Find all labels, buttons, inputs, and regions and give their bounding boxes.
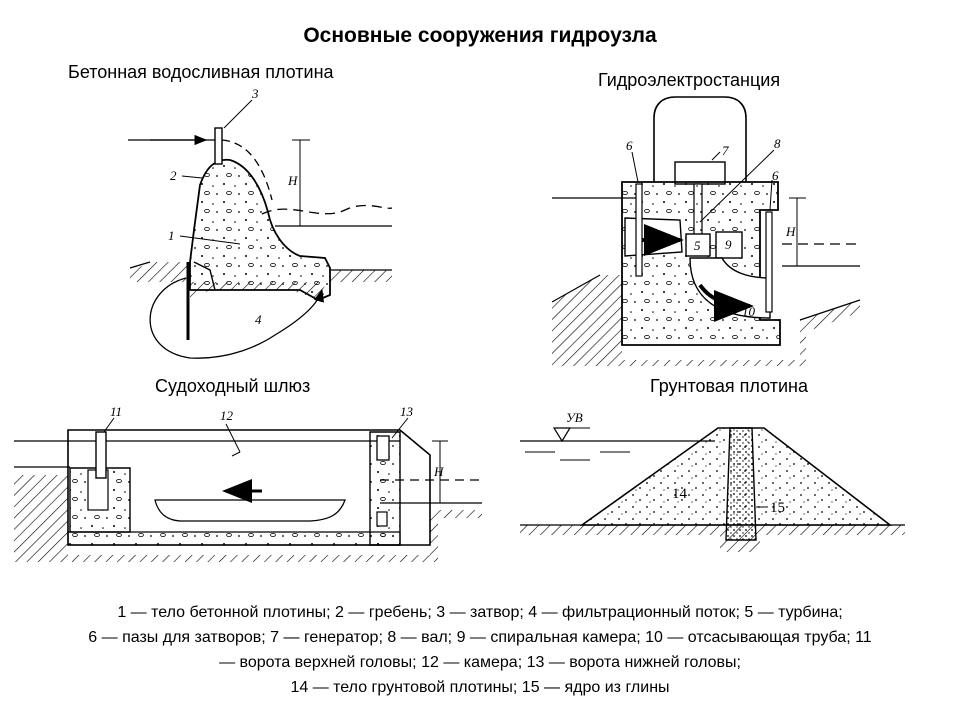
upper-head-gate <box>95 431 107 479</box>
dam-label-4: 4 <box>255 312 262 327</box>
legend-line-1: 1 — тело бетонной плотины; 2 — гребень; … <box>117 604 843 621</box>
legend-line-2: 6 — пазы для затворов; 7 — генератор; 8 … <box>88 629 872 646</box>
earth-label-14: 14 <box>672 486 688 502</box>
legend-line-3: — ворота верхней головы; 12 — камера; 13… <box>219 654 741 671</box>
clay-core <box>725 427 757 541</box>
dam-label-1: 1 <box>168 228 175 243</box>
spiral-casing <box>715 231 743 259</box>
lock-floor <box>67 531 401 546</box>
dam-label-2: 2 <box>170 168 177 183</box>
hpp-label-9: 9 <box>725 237 732 252</box>
hpp-label-7: 7 <box>722 143 729 158</box>
dam-h-label: H <box>287 173 298 188</box>
dam-body <box>189 158 331 301</box>
spillway-dam-drawing: H 3 2 1 4 <box>128 86 393 359</box>
earth-dam-drawing: УВ 14 15 <box>520 410 905 552</box>
lock-h-label: H <box>433 464 444 479</box>
turbine <box>685 233 711 257</box>
earth-foundation-hatch <box>520 525 905 552</box>
earth-dam-panel-title: Грунтовая плотина <box>650 376 808 396</box>
hpp-h-label: H <box>785 224 796 239</box>
navigation-lock-drawing: 11 12 13 H <box>14 404 482 562</box>
earth-label-15: 15 <box>770 500 785 516</box>
hpp-label-6a: 6 <box>626 138 633 153</box>
dam-tailwater-line <box>261 204 393 215</box>
earth-label-uv: УВ <box>566 410 583 425</box>
seepage-flow-line <box>149 277 324 359</box>
hpp-label-8: 8 <box>774 136 781 151</box>
structures-diagram: H 3 2 1 4 7 5 9 10 <box>14 86 905 562</box>
hpp-ground-hatch <box>552 275 860 366</box>
water-level-marker <box>552 427 572 443</box>
page-title: Основные сооружения гидроузла <box>303 24 657 47</box>
legend: 1 — тело бетонной плотины; 2 — гребень; … <box>10 600 950 700</box>
lock-label-13: 13 <box>400 404 414 419</box>
dam-label-3: 3 <box>251 86 259 101</box>
gate-slot-upstream <box>635 183 643 277</box>
hpp-panel-title: Гидроэлектростанция <box>598 70 781 90</box>
lock-label-11: 11 <box>110 404 122 419</box>
powerhouse-superstructure <box>653 96 747 182</box>
lock-ground-hatch <box>14 475 482 562</box>
hydropower-station-drawing: 7 5 9 10 H 6 6 <box>551 96 861 366</box>
dam-gate <box>214 127 223 165</box>
hpp-label-5: 5 <box>694 238 701 253</box>
hpp-label-6b: 6 <box>772 168 779 183</box>
lock-panel-title: Судоходный шлюз <box>155 376 311 396</box>
hpp-label-10: 10 <box>742 304 756 319</box>
lock-label-12: 12 <box>220 408 234 423</box>
gate-slot-downstream <box>765 211 773 313</box>
vessel <box>154 499 346 522</box>
lower-head-gate <box>376 435 390 461</box>
generator <box>674 161 726 185</box>
dam-panel-title: Бетонная водосливная плотина <box>68 62 334 82</box>
legend-line-4: 14 — тело грунтовой плотины; 15 — ядро и… <box>290 679 670 696</box>
